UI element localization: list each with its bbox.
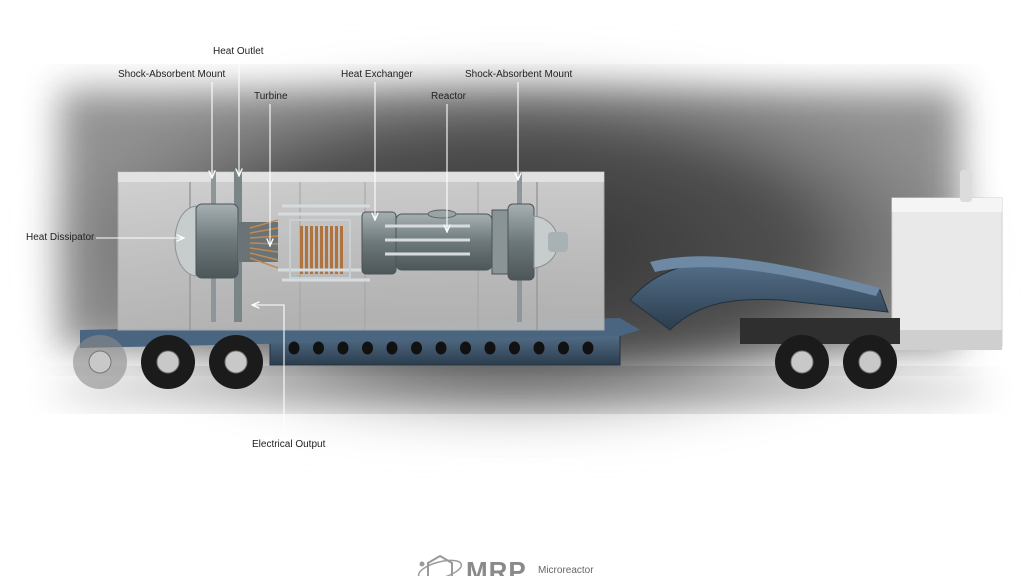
turbine-fin — [320, 226, 323, 274]
label-turbine: Turbine — [254, 91, 288, 102]
atom-logo-icon — [417, 554, 463, 576]
deck-hole — [288, 341, 300, 355]
wheel — [209, 335, 263, 389]
wheel — [843, 335, 897, 389]
deck-hole — [411, 341, 422, 355]
deck-hole — [435, 341, 447, 355]
label-electrical-output: Electrical Output — [252, 439, 326, 450]
deck-hole — [484, 341, 496, 355]
turbine-fin — [305, 226, 308, 274]
turbine-blade — [249, 219, 279, 229]
truck-cab — [891, 170, 1003, 350]
turbine-blade — [249, 257, 279, 269]
wheel — [73, 335, 127, 389]
label-reactor: Reactor — [431, 91, 467, 102]
deck-hole — [313, 341, 324, 355]
label-shock-absorbent-mount-left: Shock-Absorbent Mount — [118, 69, 226, 80]
turbine-fin — [315, 226, 318, 274]
deck-hole — [337, 341, 349, 355]
wheel — [775, 335, 829, 389]
turbine-blade — [249, 227, 279, 234]
deck-hole — [386, 341, 398, 355]
turbine-blade — [249, 247, 279, 253]
turbine-fin — [300, 226, 303, 274]
turbine-fin — [335, 226, 338, 274]
deck-hole — [558, 341, 569, 355]
deck-hole — [362, 341, 373, 355]
turbine-blade — [249, 242, 279, 245]
deck-hole — [509, 341, 520, 355]
reactor-assembly — [174, 170, 568, 322]
wheels — [73, 335, 897, 389]
label-heat-outlet: Heat Outlet — [213, 46, 264, 57]
ground-shadow — [50, 370, 990, 410]
mrp-logo: MRP Microreactor — [414, 548, 614, 576]
label-heat-exchanger: Heat Exchanger — [341, 69, 413, 80]
logo-mark: MRP — [466, 556, 527, 576]
leader-lines — [96, 60, 518, 436]
deck-holes — [288, 341, 594, 355]
logo-subtitle: Microreactor — [538, 565, 594, 576]
turbine-fin — [325, 226, 328, 274]
wheel — [141, 335, 195, 389]
turbine-fin — [330, 226, 333, 274]
turbine-blade — [249, 252, 279, 261]
deck-hole — [460, 341, 471, 355]
label-shock-absorbent-mount-right: Shock-Absorbent Mount — [465, 69, 573, 80]
turbine-blade — [249, 235, 279, 239]
deck-hole — [533, 341, 545, 355]
label-heat-dissipator: Heat Dissipator — [26, 232, 95, 243]
turbine-fin — [340, 226, 343, 274]
turbine-fin — [310, 226, 313, 274]
deck-hole — [582, 341, 594, 355]
